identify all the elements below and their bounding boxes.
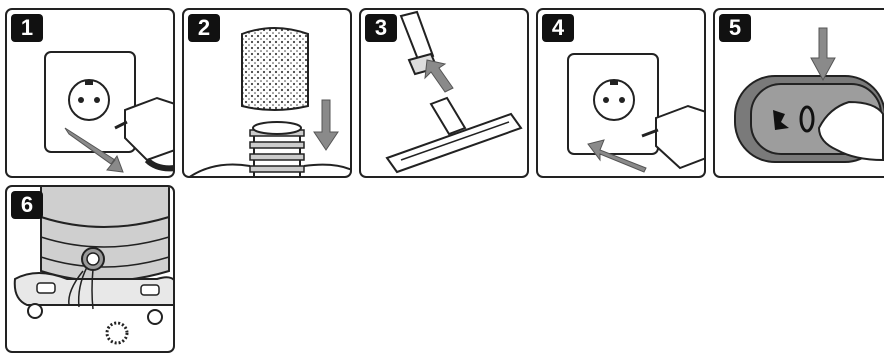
- arrow-icon: [425, 60, 453, 92]
- step-panel-4: 4: [536, 8, 706, 178]
- step-number-badge: 4: [542, 14, 574, 42]
- step-number-badge: 5: [719, 14, 751, 42]
- step-panel-2: 2: [182, 8, 352, 178]
- arrow-icon: [314, 100, 338, 150]
- step-panel-6: 6: [5, 185, 175, 353]
- floor-nozzle-icon: [387, 98, 521, 172]
- step-number-badge: 6: [11, 191, 43, 219]
- filter-sponge-icon: [242, 28, 308, 110]
- step-number-badge: 3: [365, 14, 397, 42]
- arrow-icon: [811, 28, 835, 80]
- step-panel-5: 5: [713, 8, 884, 178]
- wall-socket-icon: [69, 80, 109, 120]
- step-panel-1: 1: [5, 8, 175, 178]
- step-number-badge: 1: [11, 14, 43, 42]
- wall-socket-icon: [594, 80, 634, 120]
- drain-cap-icon: [107, 323, 127, 343]
- step-number-badge: 2: [188, 14, 220, 42]
- step-panel-3: 3: [359, 8, 529, 178]
